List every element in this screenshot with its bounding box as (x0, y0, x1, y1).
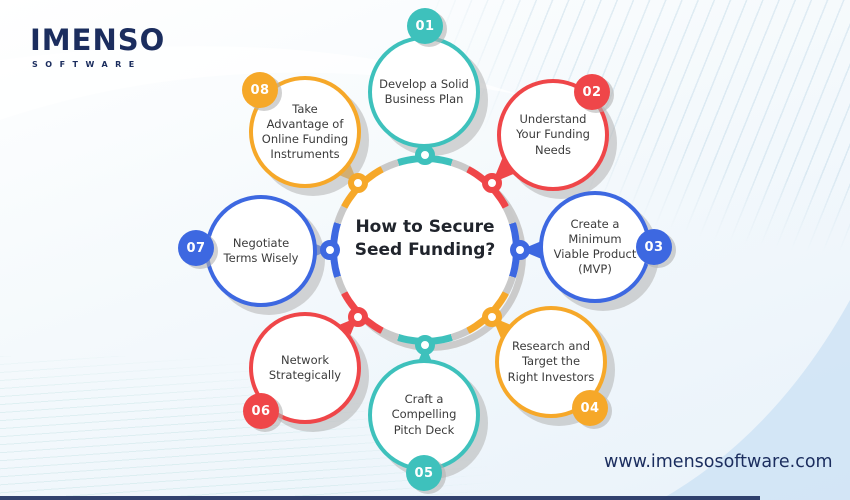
step-01-badge: 01 (407, 8, 443, 44)
brand-logo-subtext: SOFTWARE (32, 60, 142, 69)
diagram-title-line2: Seed Funding? (354, 239, 496, 260)
step-02-label: Understand Your Funding Needs (516, 112, 590, 157)
step-03-connector-node (510, 240, 530, 260)
step-03-badge: 03 (636, 229, 672, 265)
step-05-connector-node (415, 335, 435, 355)
step-04-badge: 04 (572, 390, 608, 426)
step-08-badge: 08 (242, 72, 278, 108)
step-03-circle: Create a Minimum Viable Product (MVP) (539, 191, 651, 303)
step-05-badge: 05 (406, 455, 442, 491)
step-06-badge: 06 (243, 393, 279, 429)
step-01-circle: Develop a Solid Business Plan (368, 36, 480, 148)
step-07-label: Negotiate Terms Wisely (223, 235, 299, 265)
step-05-label: Craft a Compelling Pitch Deck (391, 392, 457, 437)
step-02-badge: 02 (574, 74, 610, 110)
brand-logo-text: IMENSO (30, 23, 166, 57)
step-01-label: Develop a Solid Business Plan (379, 76, 469, 106)
step-06-connector-node (348, 307, 368, 327)
website-url[interactable]: www.imensosoftware.com (604, 452, 833, 472)
step-07-badge: 07 (178, 230, 214, 266)
step-02-connector-node (482, 173, 502, 193)
diagram-title: How to Secure Seed Funding? (345, 216, 505, 262)
step-08-connector-node (348, 173, 368, 193)
diagram-title-line1: How to Secure (355, 217, 495, 237)
step-07-connector-node (320, 240, 340, 260)
brand-logo: IMENSO SOFTWARE (30, 23, 166, 70)
step-05-circle: Craft a Compelling Pitch Deck (368, 359, 480, 471)
step-01-connector-node (415, 145, 435, 165)
step-07-circle: Negotiate Terms Wisely (205, 195, 317, 307)
step-08-label: Take Advantage of Online Funding Instrum… (261, 101, 349, 162)
step-03-label: Create a Minimum Viable Product (MVP) (553, 216, 637, 277)
step-04-label: Research and Target the Right Investors (507, 339, 595, 384)
step-06-label: Network Strategically (268, 352, 342, 382)
step-04-connector-node (482, 307, 502, 327)
